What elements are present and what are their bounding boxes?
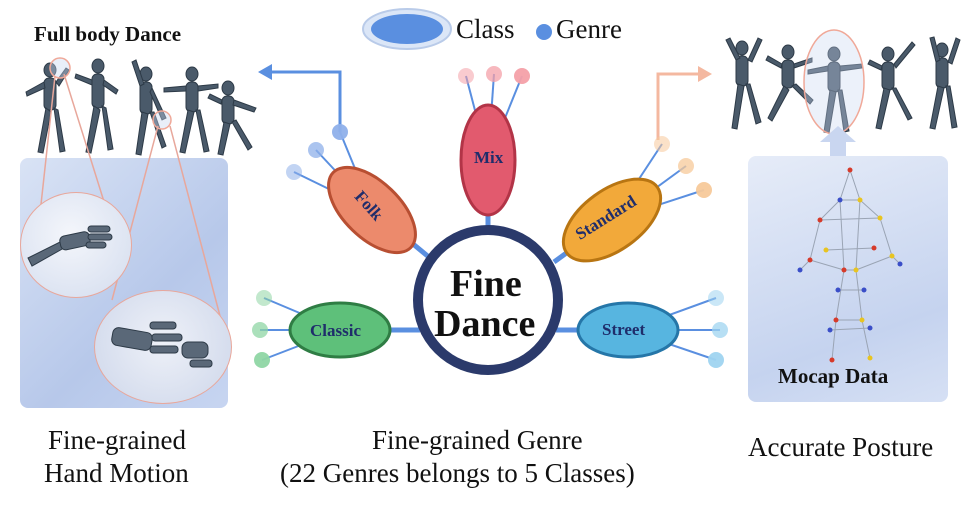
genre-node-classic bbox=[254, 352, 270, 368]
upward-arrow-icon bbox=[820, 126, 856, 156]
hand-motion-caption-line2: Hand Motion bbox=[44, 458, 189, 488]
full-body-dance-title: Full body Dance bbox=[34, 22, 182, 46]
genre-node-street bbox=[708, 352, 724, 368]
class-ellipse-street bbox=[576, 301, 680, 359]
genre-node-folk bbox=[308, 142, 324, 158]
legend-class-swatch bbox=[362, 8, 452, 50]
class-ellipse-classic bbox=[288, 301, 392, 359]
center-title-line1: Fine bbox=[450, 263, 522, 305]
genre-caption-line1: Fine-grained Genre bbox=[372, 425, 583, 455]
legend-class-label: Class bbox=[456, 14, 515, 44]
genre-node-street bbox=[712, 322, 728, 338]
class-ellipse-folk bbox=[327, 165, 417, 255]
class-label-classic: Classic bbox=[310, 321, 361, 340]
genre-node-mix bbox=[458, 68, 474, 84]
genre-node-folk bbox=[332, 124, 348, 140]
hand-icon-lower bbox=[111, 321, 213, 368]
legend-genre-swatch bbox=[536, 24, 552, 40]
accurate-posture-caption: Accurate Posture bbox=[748, 432, 934, 462]
genre-node-mix bbox=[486, 66, 502, 82]
legend-genre-label: Genre bbox=[556, 14, 622, 44]
mocap-data-label: Mocap Data bbox=[778, 364, 889, 388]
genre-node-mix bbox=[514, 68, 530, 84]
class-label-mix: Mix bbox=[474, 148, 504, 167]
genre-node-street bbox=[708, 290, 724, 306]
genre-node-folk bbox=[286, 164, 302, 180]
genre-node-standard bbox=[654, 136, 670, 152]
hand-icon-upper bbox=[27, 225, 113, 267]
genre-node-classic bbox=[256, 290, 272, 306]
center-title-line2: Dance bbox=[434, 303, 536, 345]
class-label-street: Street bbox=[602, 320, 646, 339]
mocap-skeleton-icon bbox=[797, 167, 903, 363]
hand-motion-caption-line1: Fine-grained bbox=[48, 425, 186, 455]
center-ring bbox=[413, 225, 563, 375]
mocap-data-panel bbox=[748, 156, 948, 402]
dancer-figures-right bbox=[725, 29, 961, 135]
genre-node-standard bbox=[678, 158, 694, 174]
class-ellipse-standard bbox=[561, 177, 663, 263]
genre-node-standard bbox=[696, 182, 712, 198]
class-ellipse-mix bbox=[459, 103, 517, 217]
genre-caption-line2: (22 Genres belongs to 5 Classes) bbox=[280, 458, 635, 488]
dancer-figures-left bbox=[25, 57, 257, 156]
genre-node-classic bbox=[252, 322, 268, 338]
